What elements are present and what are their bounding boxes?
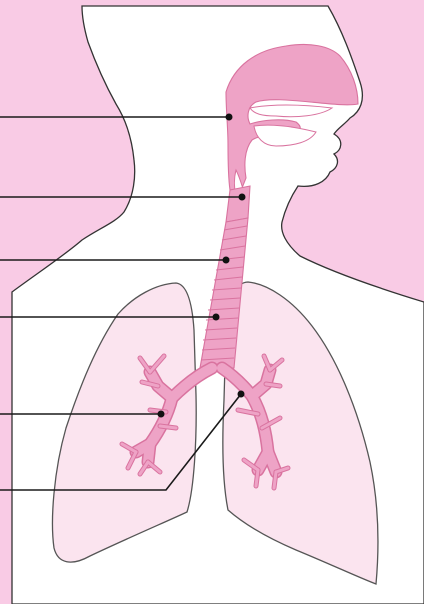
leader-dot-3 <box>223 257 230 264</box>
larynx <box>226 186 250 222</box>
leader-dot-4 <box>213 314 220 321</box>
leader-dot-5 <box>158 411 165 418</box>
leader-dot-1 <box>226 114 233 121</box>
leader-dot-6 <box>238 391 245 398</box>
leader-dot-2 <box>239 194 246 201</box>
